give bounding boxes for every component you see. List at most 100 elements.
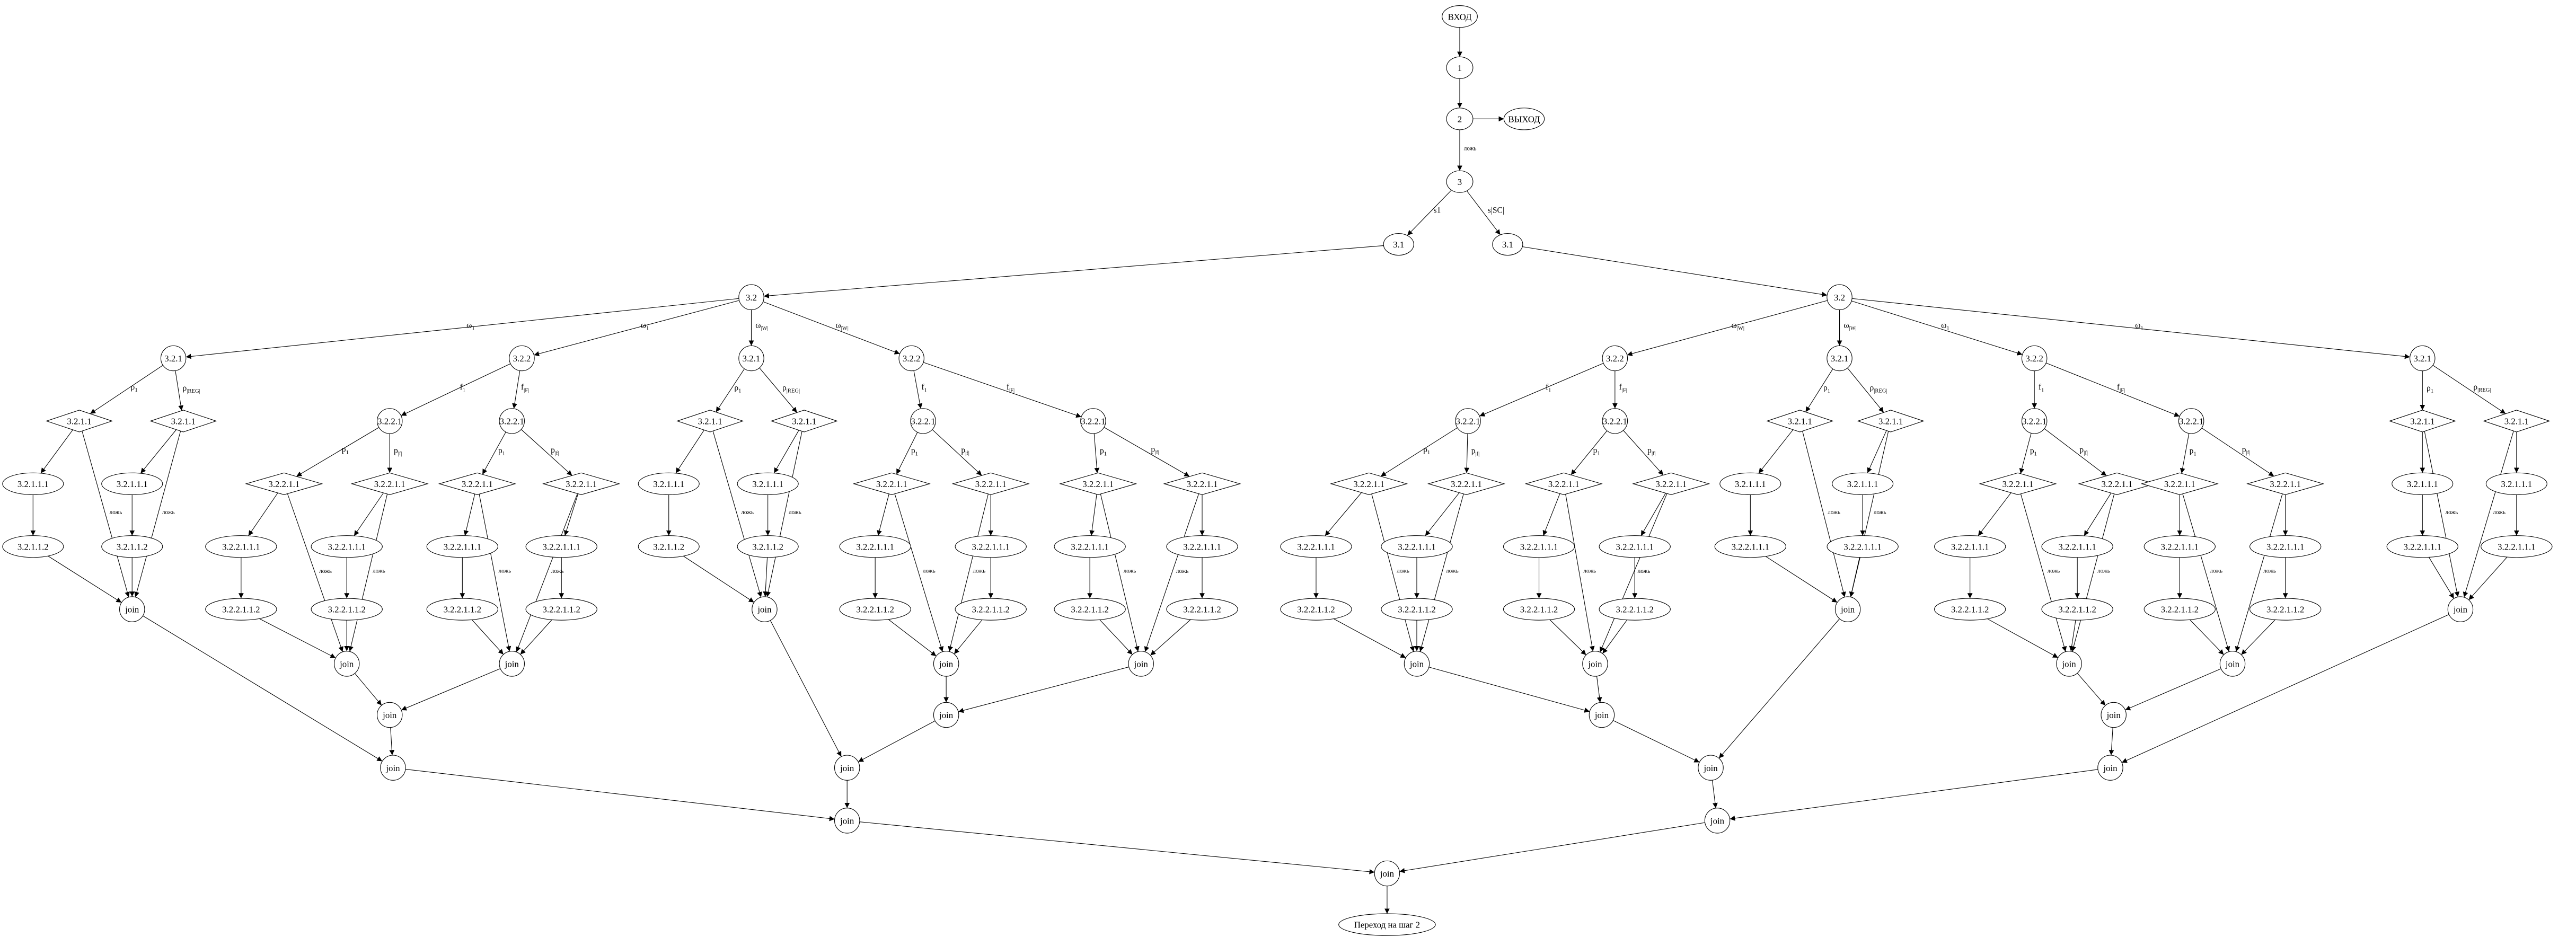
step-node: 3.2.1.1.1 <box>2392 472 2454 495</box>
step-node: 3.2.2.1.1.1 <box>2249 535 2322 558</box>
edge-label: p1 <box>2190 447 2196 457</box>
edge-case <box>896 432 918 475</box>
step-node: 3.2.2.1.1.2 <box>1381 598 1453 621</box>
edge-label-symbol: ω <box>2135 321 2140 330</box>
node-label: 3.2.2.1.1 <box>374 479 405 489</box>
edge-label: ω|W| <box>1843 321 1856 331</box>
edge-label-symbol: ω <box>1843 321 1849 330</box>
decision-shape <box>1059 472 1137 495</box>
edge-label-symbol: ρ <box>2473 383 2477 392</box>
ellipse-shape <box>1719 472 1781 495</box>
node-label: 3.2.2.1 <box>1603 417 1627 427</box>
edge-label-subscript: |f| <box>1155 450 1159 456</box>
edge-label: ложь <box>551 568 564 574</box>
edge-label: p|f| <box>1647 446 1656 456</box>
decision-node: 3.2.2.1.1 <box>2140 472 2219 495</box>
node-label: 3.1 <box>1393 240 1404 250</box>
edge-label-subscript: 1 <box>1548 387 1551 393</box>
edge-case <box>716 368 745 412</box>
node-label: 3.2.1.1.1 <box>2407 479 2438 489</box>
ellipse-shape <box>737 535 799 558</box>
ellipse-shape <box>2481 535 2553 558</box>
edge-case <box>521 429 572 476</box>
step-node: 3.2.1.1.2 <box>101 535 163 558</box>
edge-label-symbol: f <box>2117 383 2120 392</box>
goto-step-2-node: Переход на шаг 2 <box>1338 913 1436 936</box>
step-node: 3.2.2.1.1.1 <box>1934 535 2006 558</box>
edge-case <box>1805 368 1833 412</box>
step-node: 3.2.2.1.1.2 <box>955 598 1027 621</box>
edge-join <box>1712 780 1718 808</box>
edge-label: ω1 <box>466 321 475 331</box>
ellipse-shape <box>1934 535 2006 558</box>
node-label: ВХОД <box>1448 12 1472 22</box>
ellipse-shape <box>1934 598 2006 621</box>
edge-to-join <box>259 618 336 659</box>
edge-label: f|F| <box>521 383 529 393</box>
decision-node: 3.2.1.1 <box>1857 410 1925 432</box>
step-3-2-2-1-node: 3.2.2.1 <box>1080 408 1106 434</box>
node-label: 3.2.2.1.1.1 <box>444 542 481 552</box>
node-label: 3.2.2.1.1.1 <box>1616 542 1654 552</box>
edge-label-symbol: ρ <box>1823 384 1828 393</box>
step-node: 3.2.1.1.1 <box>2 472 64 495</box>
edge-label: f|F| <box>1007 383 1014 393</box>
ellipse-shape <box>2143 598 2216 621</box>
ellipse-shape <box>1503 108 1545 130</box>
ellipse-shape <box>2041 598 2113 621</box>
edge-false <box>948 493 989 652</box>
edge-label-symbol: ρ <box>183 384 187 393</box>
circle-shape <box>2021 408 2048 434</box>
edge-label: p|f| <box>2242 445 2251 456</box>
node-label: 3.2.1 <box>164 353 182 364</box>
circle-shape <box>509 345 535 372</box>
step-3-2-2-1-node: 3.2.2.1 <box>377 408 403 434</box>
ellipse-shape <box>1054 598 1126 621</box>
step-node: 3.2.2.1.1.1 <box>1381 535 1453 558</box>
join-node: join <box>119 596 145 622</box>
ellipse-shape <box>1381 598 1453 621</box>
edge-label-subscript: |REG| <box>1874 388 1887 394</box>
decision-shape <box>149 410 217 432</box>
edge-false <box>2235 493 2283 652</box>
edge-join <box>1718 618 1840 759</box>
edge-join <box>389 727 395 756</box>
edge-label-subscript: |W| <box>1849 325 1857 331</box>
edge-case <box>2432 365 2506 414</box>
edge-true <box>354 492 384 536</box>
edge-false <box>479 494 511 652</box>
node-label: 3.2.2.1 <box>1081 417 1105 427</box>
edge-label: ложь <box>2048 568 2060 574</box>
decision-node: 3.2.2.1.1 <box>1059 472 1137 495</box>
decision-node: 3.2.2.1.1 <box>2246 472 2325 495</box>
node-label: 3.2.2.1.1.1 <box>1732 542 1769 552</box>
edge-label: p|f| <box>2079 445 2088 456</box>
ellipse-shape <box>2143 535 2216 558</box>
edge-label-subscript: |f| <box>398 451 402 457</box>
step-node: 3.2.2.1.1.2 <box>205 598 277 621</box>
ellipse-shape <box>839 598 911 621</box>
node-label: 3.2.2.1.1 <box>268 479 299 489</box>
circle-shape <box>2021 345 2048 372</box>
edge-label-symbol: ρ <box>131 383 135 392</box>
ellipse-shape <box>1383 233 1414 256</box>
edge-omega <box>763 301 900 355</box>
edge-false <box>2071 493 2115 652</box>
edge-join <box>2109 727 2114 756</box>
edge-label-symbol: p <box>1423 445 1427 454</box>
edge-label: ω1 <box>1941 321 1949 331</box>
edge-label-subscript: |F| <box>524 387 529 393</box>
edge-label: ложь <box>2493 509 2506 516</box>
circle-shape <box>1582 651 1608 677</box>
join-node: join <box>1698 755 1724 781</box>
edge-label-subscript: |f| <box>2084 450 2088 456</box>
edge-label: ложь <box>162 509 175 516</box>
edge-label: ω|W| <box>835 321 848 331</box>
edge-label-symbol: ρ <box>782 383 787 392</box>
edge-label-symbol: p <box>1471 446 1476 455</box>
step-node: 3.2.2.1.1.1 <box>2143 535 2216 558</box>
join-node: join <box>1589 702 1615 728</box>
edge-label: ложь <box>789 509 801 516</box>
step-3-1-last-node: 3.1 <box>1492 233 1523 256</box>
step-3-2-2-1-node: 3.2.2.1 <box>2178 408 2204 434</box>
